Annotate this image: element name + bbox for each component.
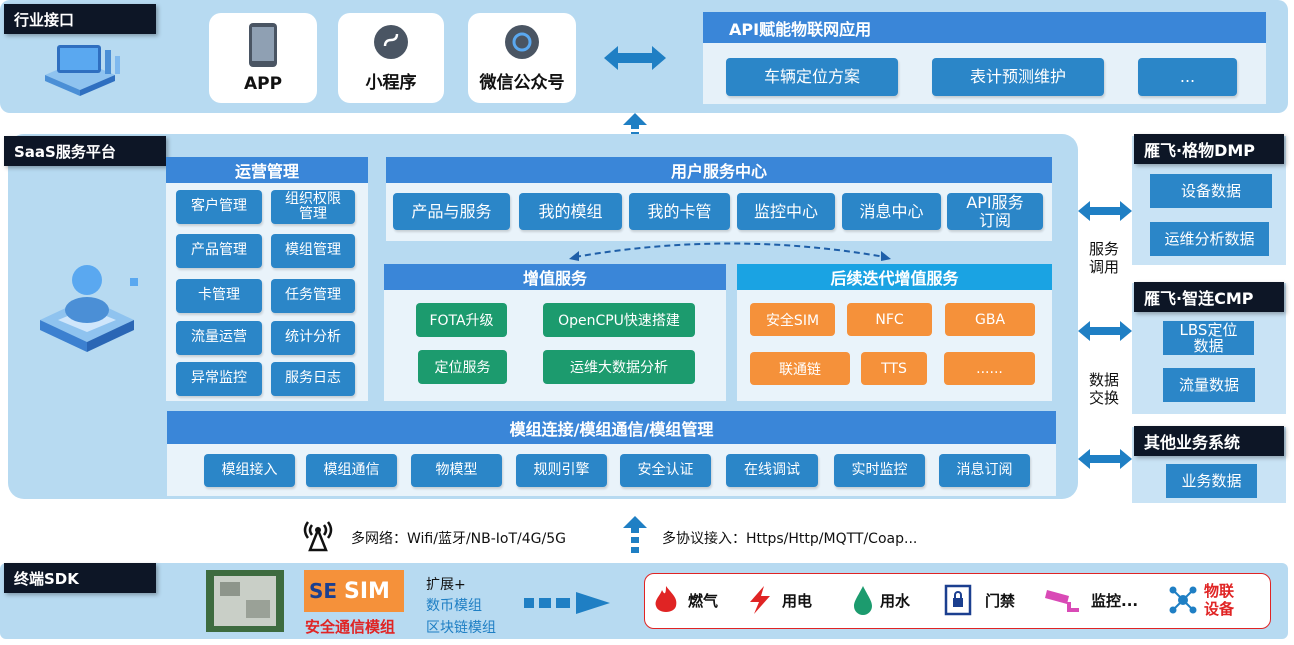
app-label: APP xyxy=(243,74,283,94)
iter-secure-sim[interactable]: 安全SIM xyxy=(750,303,835,336)
api-title: API赋能物联网应用 xyxy=(703,12,1266,43)
device-access[interactable]: 门禁 xyxy=(943,584,1015,616)
dashed-link-icon xyxy=(569,242,891,261)
multi-network-text: 多网络：Wifi/蓝牙/NB-IoT/4G/5G xyxy=(351,531,566,547)
camera-icon xyxy=(1045,590,1079,612)
iter-more[interactable]: ...... xyxy=(944,352,1035,385)
device-water[interactable]: 用水 xyxy=(852,584,910,616)
dmp-title: 雁飞·格物DMP xyxy=(1134,134,1284,164)
cmp-lbs-data[interactable]: LBS定位数据 xyxy=(1163,321,1254,355)
device-iot[interactable]: 物联设备 xyxy=(1168,582,1240,618)
device-gas[interactable]: 燃气 xyxy=(652,584,718,616)
se-sim-caption: 安全通信模组 xyxy=(305,618,396,636)
network-nodes-icon xyxy=(1169,586,1197,614)
phone-icon xyxy=(249,23,277,67)
service-opencpu[interactable]: OpenCPU快速搭建 xyxy=(543,303,695,337)
flame-icon xyxy=(655,586,677,612)
ops-task[interactable]: 任务管理 xyxy=(271,279,355,313)
user-center-title: 用户服务中心 xyxy=(386,157,1052,183)
water-drop-icon xyxy=(854,586,872,615)
ops-module[interactable]: 模组管理 xyxy=(271,234,355,268)
se-sim-badge: SE SIM xyxy=(304,570,404,612)
right-arrow-icon xyxy=(524,592,610,614)
module-thing-model[interactable]: 物模型 xyxy=(411,454,502,487)
miniprogram-icon xyxy=(374,24,408,59)
device-electricity[interactable]: 用电 xyxy=(744,584,812,616)
api-item-more[interactable]: ... xyxy=(1138,58,1237,96)
app-card[interactable]: APP xyxy=(209,13,317,103)
laptop-illustration-icon xyxy=(45,45,120,96)
module-chip-icon xyxy=(206,570,284,632)
user-illustration-icon xyxy=(40,265,138,352)
module-realtime-monitor[interactable]: 实时监控 xyxy=(834,454,925,487)
module-title: 模组连接/模组通信/模组管理 xyxy=(167,411,1056,444)
multi-protocol-text: 多协议接入：Https/Http/MQTT/Coap... xyxy=(662,531,918,547)
door-lock-icon xyxy=(944,584,972,616)
antenna-icon xyxy=(303,521,333,552)
module-access[interactable]: 模组接入 xyxy=(204,454,295,487)
other-business-data[interactable]: 业务数据 xyxy=(1166,464,1257,498)
lightning-icon xyxy=(750,586,770,614)
ops-org-permission[interactable]: 组织权限管理 xyxy=(271,190,355,224)
extend-digital-currency: 数币模组 xyxy=(426,598,482,614)
saas-tag: SaaS服务平台 xyxy=(4,136,166,166)
double-arrow-dmp-icon xyxy=(1078,201,1132,221)
se-sim-right: SIM xyxy=(344,578,390,604)
wechat-official-icon xyxy=(505,24,539,59)
user-center-messages[interactable]: 消息中心 xyxy=(842,193,941,230)
module-communication[interactable]: 模组通信 xyxy=(306,454,397,487)
extend-title: 扩展+ xyxy=(426,577,466,593)
iterative-title: 后续迭代增值服务 xyxy=(737,264,1052,290)
iter-gba[interactable]: GBA xyxy=(945,303,1035,336)
miniprogram-label: 小程序 xyxy=(365,72,417,93)
double-arrow-other-icon xyxy=(1078,449,1132,469)
iter-tts[interactable]: TTS xyxy=(861,352,927,385)
label-data-exchange: 数据交换 xyxy=(1089,371,1120,407)
ops-product[interactable]: 产品管理 xyxy=(176,234,262,268)
user-center-api-subscribe[interactable]: API服务订阅 xyxy=(947,193,1043,230)
module-rule-engine[interactable]: 规则引擎 xyxy=(516,454,607,487)
user-center-modules[interactable]: 我的模组 xyxy=(519,193,622,230)
double-arrow-cmp-icon xyxy=(1078,321,1132,341)
ops-traffic[interactable]: 流量运营 xyxy=(176,321,262,355)
value-added-title: 增值服务 xyxy=(384,264,726,290)
ops-exception[interactable]: 异常监控 xyxy=(176,362,262,396)
cmp-title: 雁飞·智连CMP xyxy=(1134,282,1284,312)
service-location[interactable]: 定位服务 xyxy=(418,350,507,384)
up-arrow-network-icon xyxy=(623,516,647,553)
wechat-card[interactable]: 微信公众号 xyxy=(468,13,576,103)
double-arrow-icon xyxy=(604,46,666,70)
api-item-vehicle[interactable]: 车辆定位方案 xyxy=(726,58,898,96)
ops-card[interactable]: 卡管理 xyxy=(176,279,262,313)
other-title: 其他业务系统 xyxy=(1134,426,1284,456)
dmp-device-data[interactable]: 设备数据 xyxy=(1150,174,1272,208)
ops-customer[interactable]: 客户管理 xyxy=(176,190,262,224)
device-monitor[interactable]: 监控... xyxy=(1045,584,1138,616)
service-bigdata[interactable]: 运维大数据分析 xyxy=(543,350,695,384)
wechat-label: 微信公众号 xyxy=(479,72,565,93)
module-security-auth[interactable]: 安全认证 xyxy=(620,454,711,487)
iter-unicom-chain[interactable]: 联通链 xyxy=(750,352,850,385)
ops-statistics[interactable]: 统计分析 xyxy=(271,321,355,355)
dmp-ops-analysis[interactable]: 运维分析数据 xyxy=(1150,222,1269,256)
industry-tag: 行业接口 xyxy=(4,4,156,34)
ops-log[interactable]: 服务日志 xyxy=(271,362,355,396)
cmp-traffic-data[interactable]: 流量数据 xyxy=(1163,368,1255,402)
miniprogram-card[interactable]: 小程序 xyxy=(338,13,444,103)
ops-title: 运营管理 xyxy=(166,157,368,183)
service-fota[interactable]: FOTA升级 xyxy=(416,303,507,337)
user-center-cards[interactable]: 我的卡管 xyxy=(629,193,730,230)
label-service-call: 服务调用 xyxy=(1089,240,1120,276)
module-message-subscribe[interactable]: 消息订阅 xyxy=(939,454,1030,487)
api-item-meter[interactable]: 表计预测维护 xyxy=(932,58,1104,96)
sdk-tag: 终端SDK xyxy=(4,563,156,593)
user-center-products[interactable]: 产品与服务 xyxy=(393,193,510,230)
module-online-debug[interactable]: 在线调试 xyxy=(726,454,818,487)
iter-nfc[interactable]: NFC xyxy=(847,303,932,336)
extend-blockchain: 区块链模组 xyxy=(426,620,496,636)
user-center-monitor[interactable]: 监控中心 xyxy=(737,193,835,230)
se-sim-left: SE xyxy=(309,579,338,603)
